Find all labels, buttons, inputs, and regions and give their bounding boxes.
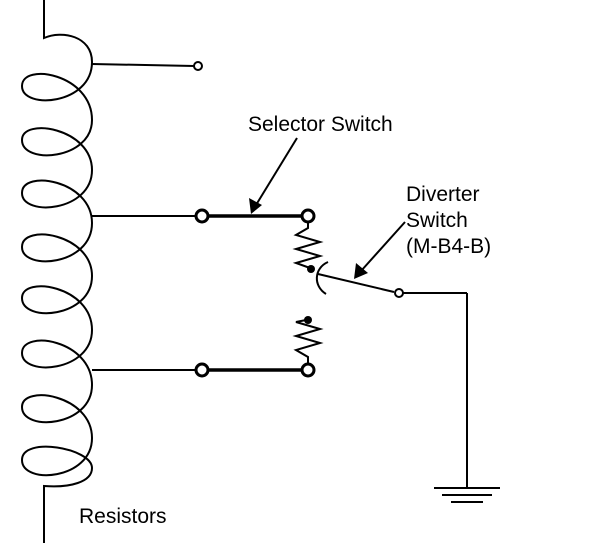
- upper-left-contact: [194, 208, 210, 224]
- upper-tap: [92, 208, 324, 273]
- resistors-label: Resistors: [79, 505, 167, 528]
- top-tap-terminal: [193, 61, 203, 71]
- resistor-coil: [20, 0, 94, 543]
- diverter-switch: [315, 261, 468, 488]
- diverter-label-line3: (M-B4-B): [406, 235, 491, 258]
- lower-left-contact: [194, 362, 210, 378]
- upper-contact-dot: [307, 265, 315, 273]
- selector-arrow: [249, 137, 298, 214]
- diverter-arrow: [354, 221, 406, 279]
- lower-transition-resistor: [292, 319, 324, 364]
- diverter-blade: [317, 273, 395, 293]
- selector-switch-label: Selector Switch: [248, 113, 393, 136]
- ground-icon: [434, 487, 500, 503]
- diverter-label-line2: Switch: [406, 209, 468, 232]
- lower-contact-dot: [304, 316, 312, 324]
- top-tap: [91, 61, 203, 71]
- upper-right-contact: [300, 208, 316, 224]
- upper-transition-resistor: [292, 222, 324, 269]
- lower-right-contact: [300, 362, 316, 378]
- diverter-pivot: [394, 288, 404, 298]
- diverter-arc-contact: [315, 261, 329, 295]
- diverter-label-line1: Diverter: [406, 183, 480, 206]
- lower-tap: [92, 316, 324, 378]
